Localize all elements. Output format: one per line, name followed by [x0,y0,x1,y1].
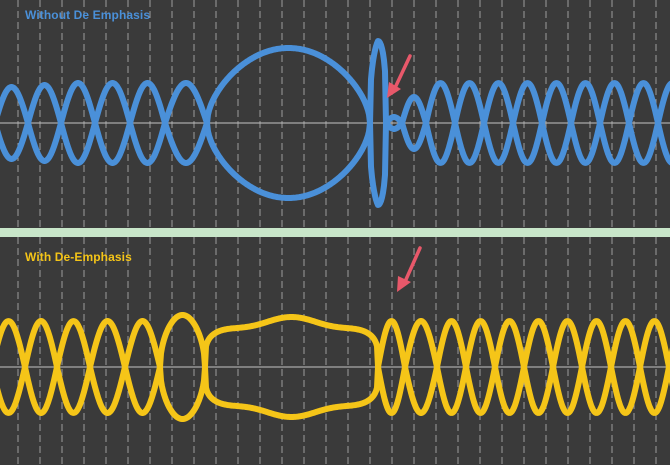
waveform-trace-lower [0,38,670,201]
panel-with-de-emphasis: With De-Emphasis [0,237,670,465]
panel-title: Without De Emphasis [25,8,151,22]
waveform-trace-upper [0,314,670,422]
panel-without-de-emphasis: Without De Emphasis [0,0,670,228]
panel-divider [0,228,670,237]
waveform-trace-lower [0,312,670,420]
arrow-pointer-icon [397,246,422,292]
panel-title: With De-Emphasis [25,250,132,264]
waveform-plot-top [0,0,670,228]
waveform-plot-bottom [0,237,670,465]
grid-lines [0,237,670,465]
waveform-trace-upper [0,45,670,208]
arrow-pointer-icon [387,54,412,98]
